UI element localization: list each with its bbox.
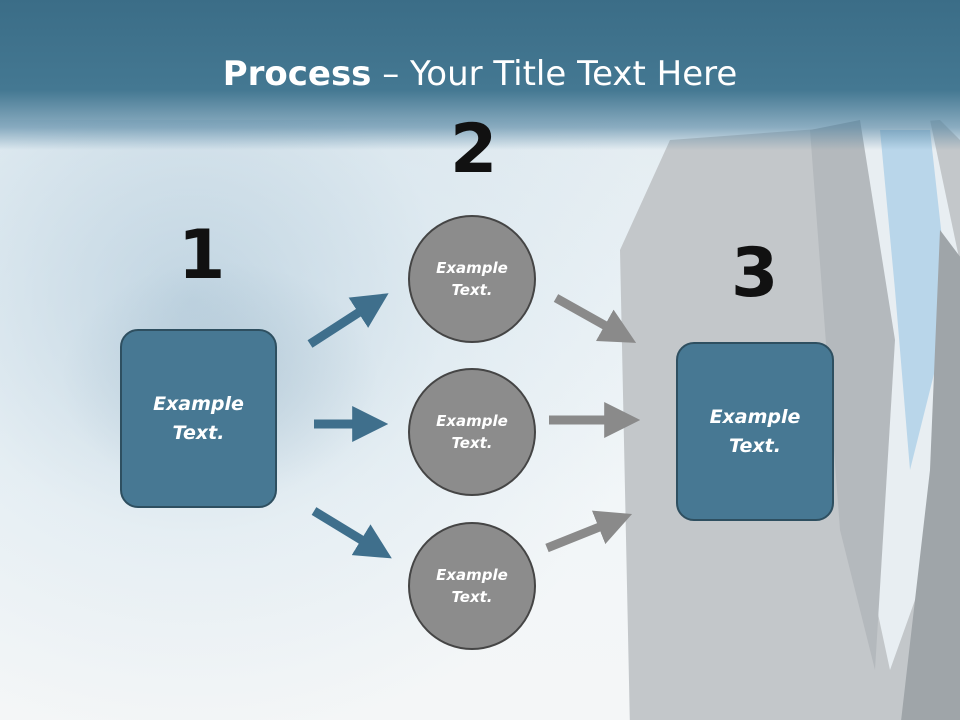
circle-middle-text: Example Text. — [436, 411, 508, 453]
arrow-up-right-gray — [545, 510, 633, 553]
step-3-box: Example Text. — [676, 342, 834, 521]
circle-top-text: Example Text. — [436, 258, 508, 300]
page-title: Process – Your Title Text Here — [0, 54, 960, 94]
title-bold: Process — [222, 54, 372, 94]
step-1-box-text: Example Text. — [153, 393, 244, 444]
step-2-circle-bottom: Example Text. — [408, 522, 536, 650]
step-number-2: 2 — [450, 110, 498, 189]
step-1-box: Example Text. — [120, 329, 277, 508]
step-2-circle-top: Example Text. — [408, 215, 536, 343]
circle-bottom-text: Example Text. — [436, 565, 508, 607]
step-3-box-text: Example Text. — [709, 406, 801, 457]
arrow-down-right-blue — [311, 507, 392, 559]
step-2-circle-middle: Example Text. — [408, 368, 536, 496]
step-number-1: 1 — [178, 216, 226, 295]
title-banner — [0, 0, 960, 150]
arrow-up-right-blue — [307, 293, 389, 348]
title-rest: – Your Title Text Here — [371, 54, 738, 94]
step-number-3: 3 — [731, 234, 779, 313]
arrow-down-right-gray — [553, 294, 637, 343]
